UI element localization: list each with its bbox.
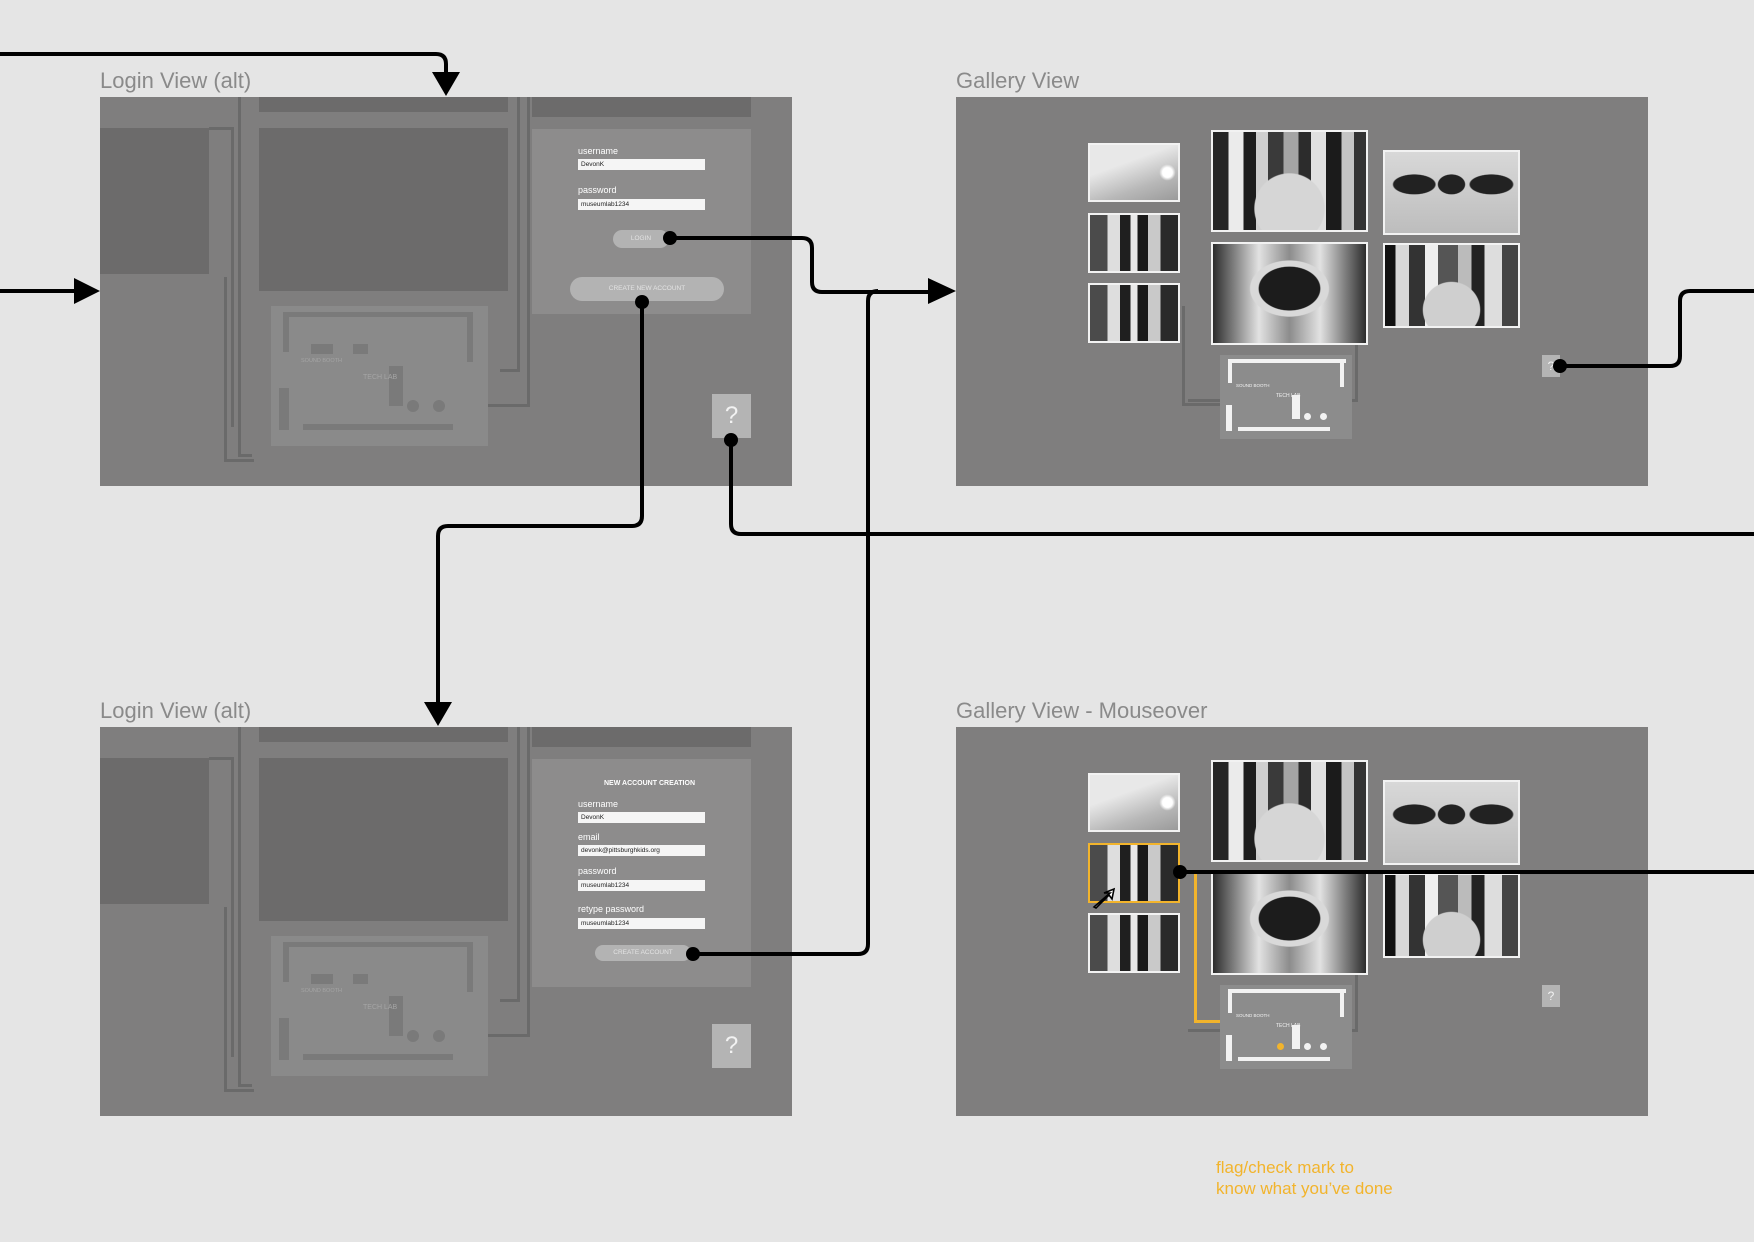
- annotation-note-line-2: know what you’ve done: [1216, 1178, 1393, 1199]
- connector-login-to-gallery: [670, 238, 928, 292]
- connector-dot-gallery-help: [1553, 359, 1567, 373]
- connector-dot-createaccount: [686, 947, 700, 961]
- connector-dot-help: [724, 433, 738, 447]
- annotation-note: flag/check mark to know what you’ve done: [1216, 1157, 1393, 1199]
- connector-dot-mouseover: [1173, 865, 1187, 879]
- arrowhead-left-entry: [74, 278, 100, 304]
- connector-dot-create: [635, 295, 649, 309]
- arrowhead-newaccount: [424, 702, 452, 726]
- arrowhead-top-entry: [432, 72, 460, 96]
- annotation-note-line-1: flag/check mark to: [1216, 1157, 1393, 1178]
- connector-createaccount-to-gallery: [693, 291, 878, 954]
- connector-gallery-help-to-right: [1560, 291, 1754, 366]
- connector-dot-login: [663, 231, 677, 245]
- connector-create-to-newaccount: [438, 302, 642, 704]
- connector-help-to-right: [731, 440, 1754, 534]
- arrowhead-gallery: [928, 278, 956, 304]
- connector-top-entry: [0, 54, 446, 74]
